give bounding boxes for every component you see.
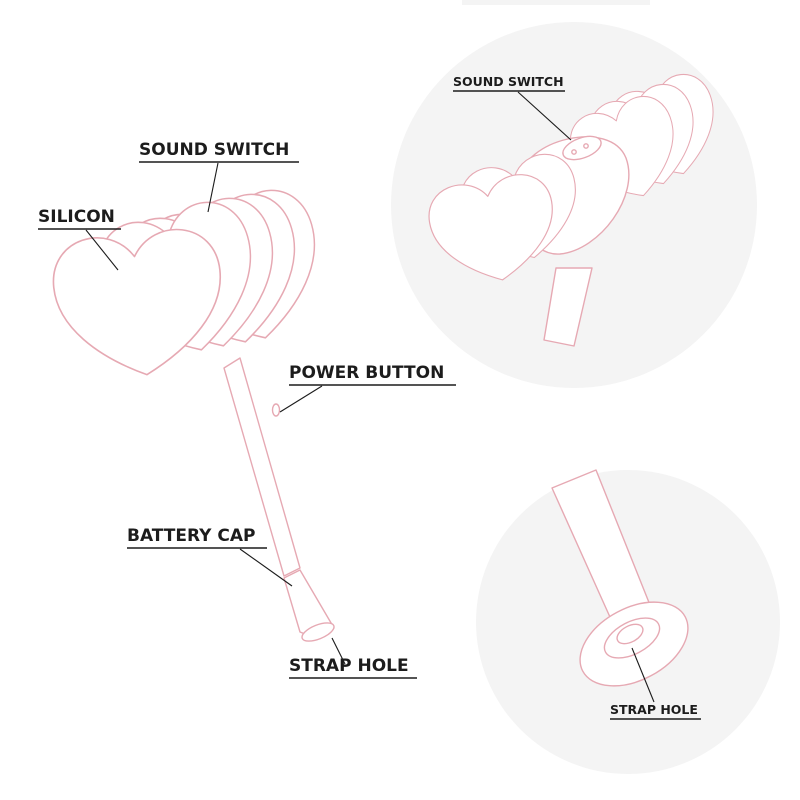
power-button: [271, 403, 281, 417]
main-lightstick: [48, 180, 339, 642]
callout-strap-hole: STRAP HOLE: [289, 637, 417, 679]
callout-sound-switch: SOUND SWITCH: [139, 140, 299, 213]
label-detail-strap-hole: STRAP HOLE: [610, 702, 698, 717]
label-detail-sound-switch: SOUND SWITCH: [453, 74, 564, 89]
top-divider: [462, 0, 650, 5]
handle-shaft: [223, 357, 301, 577]
label-battery-cap: BATTERY CAP: [127, 526, 255, 546]
callout-power-button: POWER BUTTON: [279, 363, 456, 413]
label-strap-hole: STRAP HOLE: [289, 656, 409, 676]
callout-battery-cap: BATTERY CAP: [127, 526, 293, 587]
detail-strap-hole: STRAP HOLE: [476, 469, 780, 774]
label-power-button: POWER BUTTON: [289, 363, 444, 383]
detail-strap-hole-ring: [616, 623, 644, 645]
label-sound-switch: SOUND SWITCH: [139, 140, 289, 160]
callout-silicon: SILICON: [38, 207, 121, 271]
detail-sound-switch: SOUND SWITCH: [391, 0, 757, 388]
heart-front: [48, 224, 231, 385]
strap-hole-end: [301, 622, 335, 642]
label-silicon: SILICON: [38, 207, 115, 227]
